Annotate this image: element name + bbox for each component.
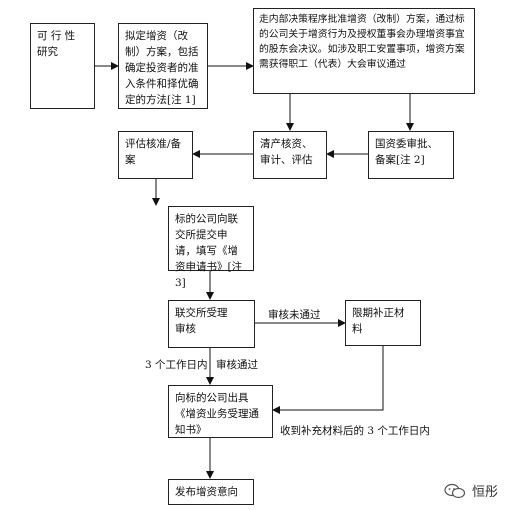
- node-feasibility-study: 可 行 性 研究: [30, 23, 95, 109]
- node-exchange-review: 联交所受理 审核: [168, 300, 255, 348]
- node-supplement-materials: 限期补正材 料: [345, 300, 421, 346]
- node-draft-plan: 拟定增资（改制）方案，包括确定投资者的准入条件和择优确定的方法[注 1]: [118, 23, 208, 109]
- watermark-text: 恒彤: [471, 485, 498, 500]
- node-asset-audit: 清产核资、 审计、评估: [253, 131, 327, 179]
- label-within-3-days: 3 个工作日内: [145, 359, 208, 371]
- node-valuation-filing: 评估核准/备 案: [118, 131, 193, 179]
- arrow-supplement-to-notice: [272, 346, 384, 414]
- node-issue-notice: 向标的公司出具《增资业务受理通知书》: [168, 385, 273, 438]
- watermark: 恒彤: [444, 481, 498, 500]
- label-after-supplement: 收到补充材料后的 3 个工作日内: [280, 425, 430, 437]
- label-review-failed: 审核未通过: [268, 309, 321, 321]
- node-internal-decision: 走内部决策程序批准增资（改制）方案，通过标的公司关于增资行为及授权董事会办理增资…: [253, 8, 475, 94]
- node-submit-application: 标的公司向联交所提交申请，填写《增资申请书》[注 3]: [168, 206, 254, 289]
- wechat-icon: [444, 483, 466, 498]
- label-review-passed: 审核通过: [216, 359, 258, 371]
- node-announce-intent: 发布增资意向: [168, 479, 254, 505]
- node-sasac-approval: 国资委审批、 备案[注 2]: [368, 131, 454, 179]
